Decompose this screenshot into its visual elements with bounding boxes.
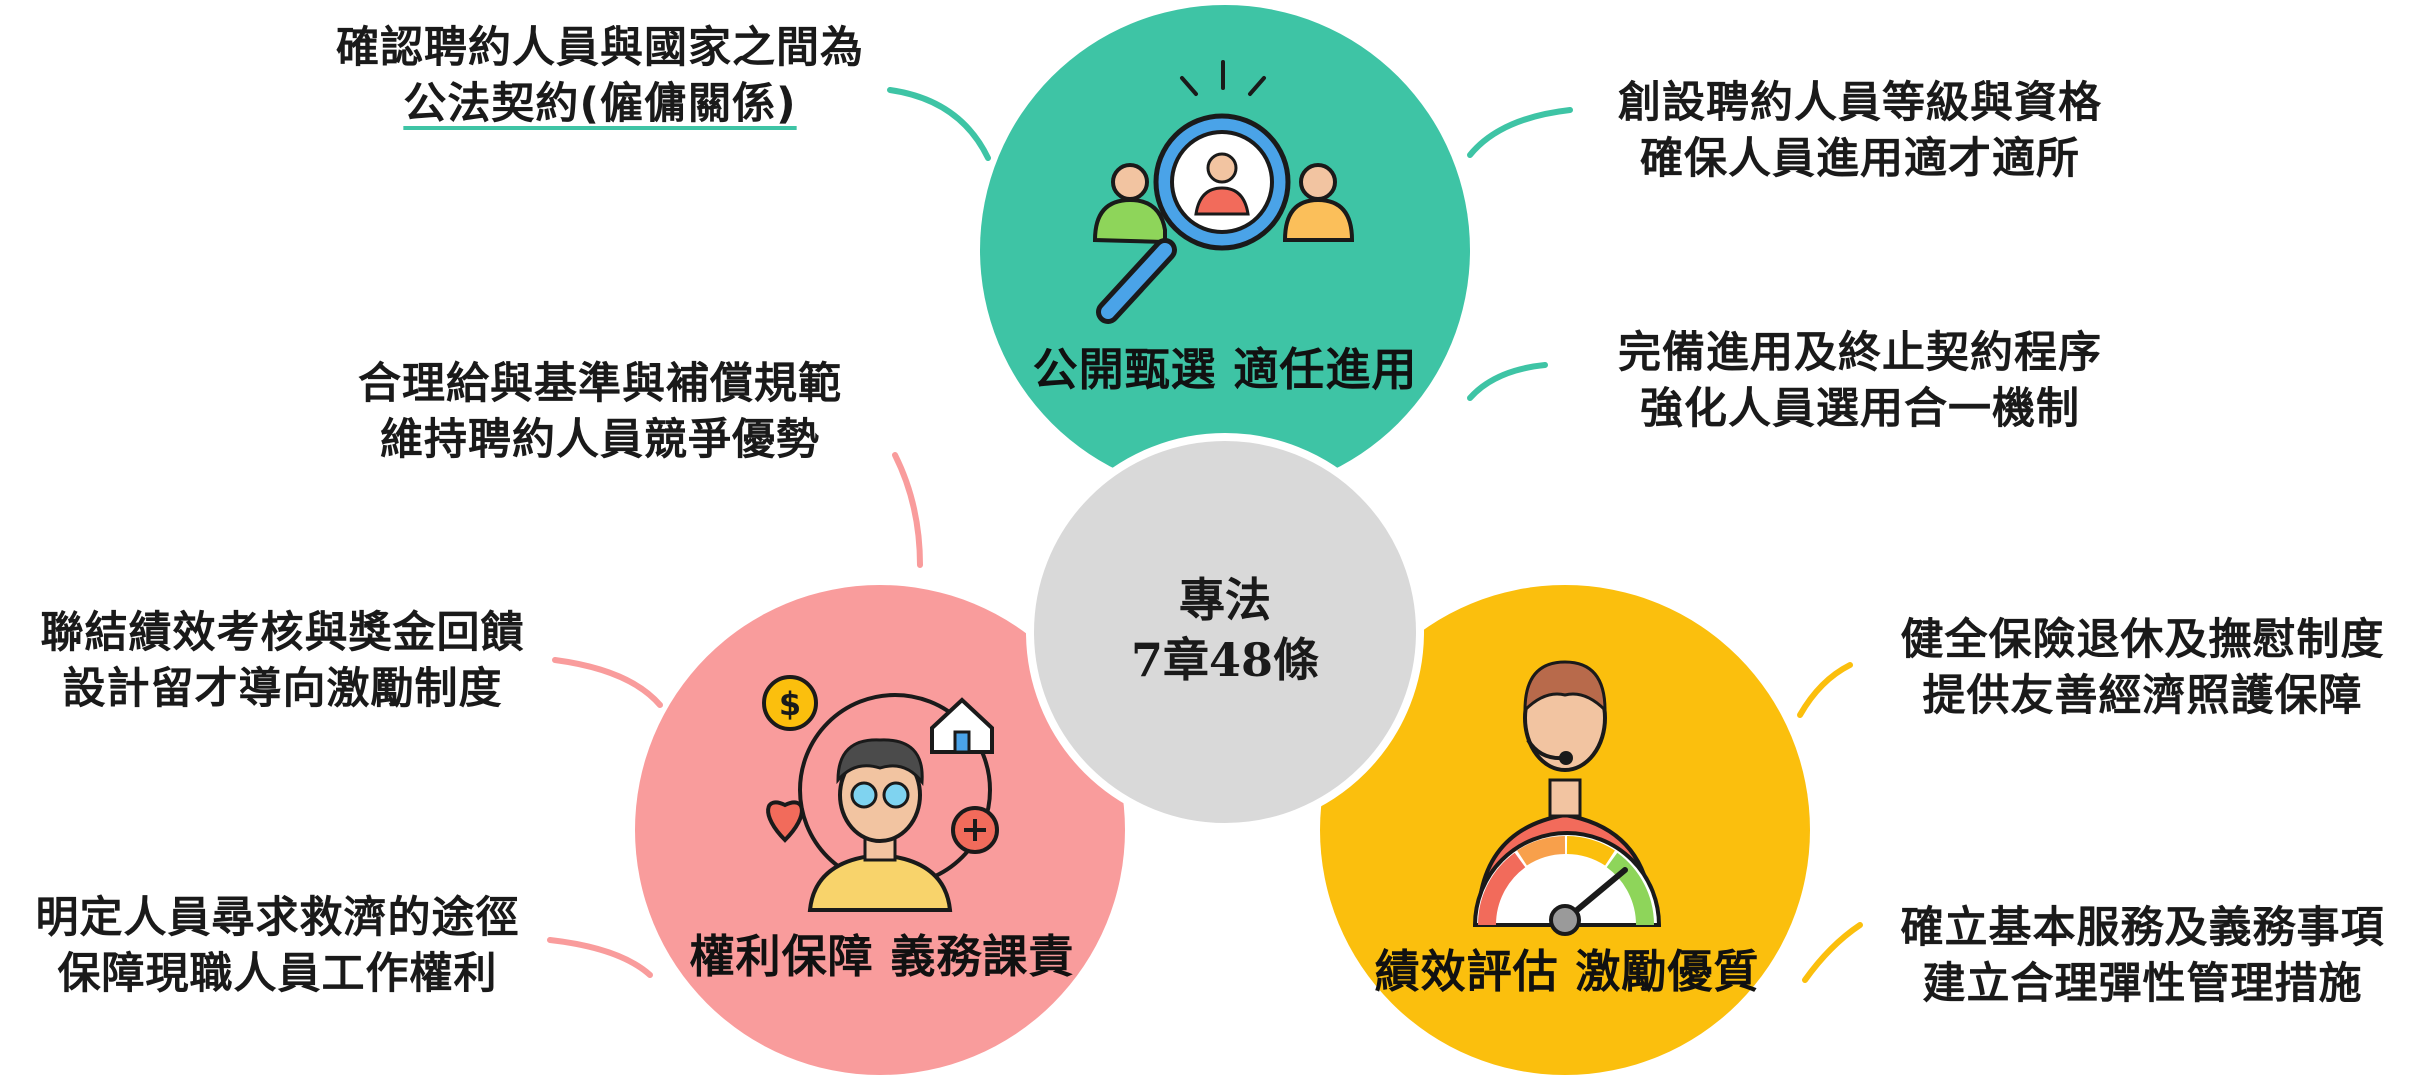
annotation-line: 健全保險退休及撫慰制度 [1900,615,2385,665]
connector-right-2 [1802,922,1863,983]
annotation-line: 維持聘約人員競爭優勢 [380,415,820,465]
connector-top-right-2 [1467,362,1548,401]
connector-left-1 [552,657,663,708]
connector-top-left [887,87,991,161]
annotation-mid-left: 合理給與基準與補償規範 維持聘約人員競爭優勢 [290,356,910,468]
annotation-right-1: 健全保險退休及撫慰制度 提供友善經濟照護保障 [1860,612,2425,724]
connector-right-1 [1797,662,1853,718]
annotation-line: 聯結績效考核與獎金回饋 [40,608,525,658]
person-benefits-icon: $ [762,675,999,912]
annotation-top-right-2: 完備進用及終止契約程序 強化人員選用合一機制 [1570,325,2150,437]
annotation-top-left: 確認聘約人員與國家之間為 公法契約(僱傭關係) [290,20,910,132]
performance-gauge-icon [1472,660,1662,936]
annotation-line: 提供友善經濟照護保障 [1922,671,2363,721]
annotation-line: 設計留才導向激勵制度 [62,664,503,714]
annotation-line: 完備進用及終止契約程序 [1618,328,2102,378]
connector-left-2 [547,937,653,978]
circle-right-title: 績效評估 激勵優質 [1374,945,1760,998]
center-label: 專法 7章48條 [1075,570,1375,690]
annotation-right-2: 確立基本服務及義務事項 建立合理彈性管理措施 [1860,900,2425,1012]
connector-mid-left [892,452,923,568]
annotation-line: 創設聘約人員等級與資格 [1618,78,2102,128]
annotation-line: 強化人員選用合一機制 [1640,384,2080,434]
annotation-line: 公法契約(僱傭關係) [403,79,797,129]
annotation-line: 確認聘約人員與國家之間為 [336,23,864,73]
center-circle [1026,433,1424,831]
annotation-line: 合理給與基準與補償規範 [358,359,842,409]
circle-left-title: 權利保障 義務課責 [689,930,1075,983]
annotation-left-2: 明定人員尋求救濟的途徑 保障現職人員工作權利 [0,890,555,1002]
annotation-left-1: 聯結績效考核與獎金回饋 設計留才導向激勵制度 [0,605,565,717]
annotation-top-right-1: 創設聘約人員等級與資格 確保人員進用適才適所 [1570,75,2150,187]
annotation-line: 建立合理彈性管理措施 [1922,959,2363,1009]
annotation-line: 確保人員進用適才適所 [1640,134,2080,184]
annotation-line: 確立基本服務及義務事項 [1900,903,2385,953]
connector-top-right-1 [1467,107,1573,158]
annotation-line: 保障現職人員工作權利 [57,949,498,999]
svg-text:$: $ [779,685,801,723]
annotation-line: 明定人員尋求救濟的途徑 [35,893,520,943]
center-label-line1: 專法 [1179,573,1271,627]
center-label-line2: 7章48條 [1130,633,1320,687]
people-search-icon [1092,60,1355,324]
circle-top-title: 公開甄選 適任進用 [1032,343,1418,396]
